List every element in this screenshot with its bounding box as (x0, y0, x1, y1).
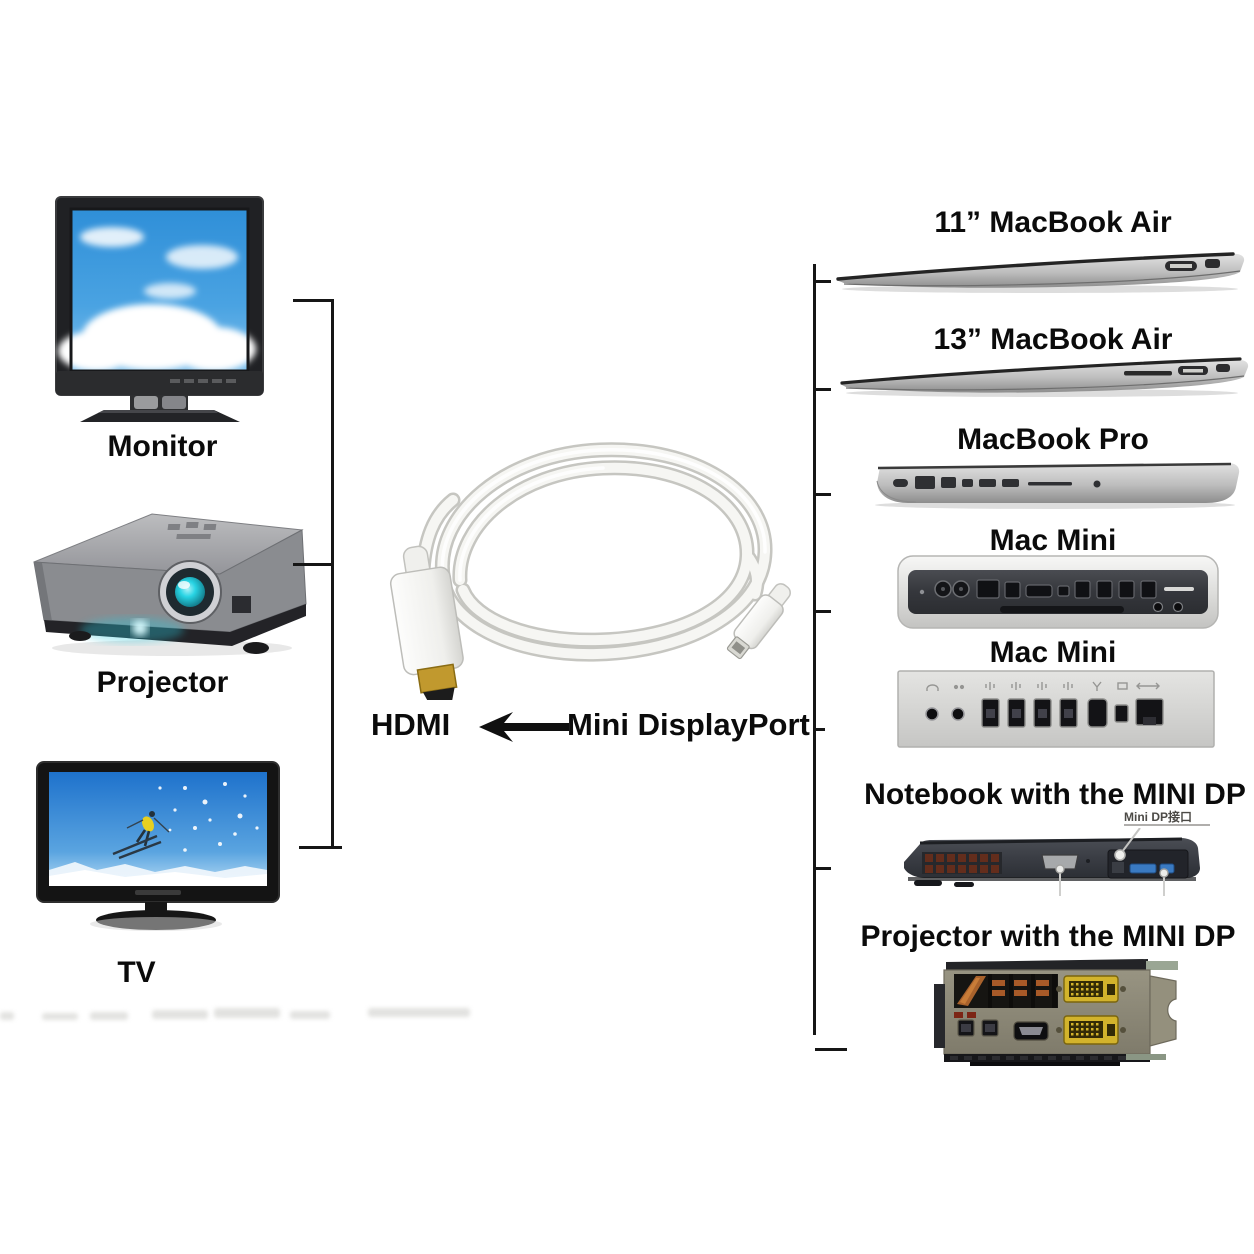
notebook-image (904, 828, 1200, 896)
vent-grille (922, 852, 1002, 874)
mac-mini-2-image (897, 670, 1215, 748)
callout-underline (1124, 824, 1210, 826)
macbook-pro-image (875, 462, 1240, 509)
tv-stand-neck (145, 902, 167, 912)
hdmi-label: HDMI (371, 707, 451, 742)
mini-dp-port (1057, 585, 1070, 597)
sd-card-slot (1164, 587, 1194, 591)
sd-card-slot (1124, 371, 1172, 376)
dvi-port (1056, 1015, 1126, 1045)
audio-in-jack (951, 707, 965, 721)
right-bracket-tick-mba13 (815, 388, 831, 391)
right-bracket-line (813, 264, 816, 1035)
tv-image (36, 761, 280, 931)
macbook-pro-label: MacBook Pro (957, 423, 1149, 456)
usb-port (1140, 580, 1157, 599)
firewire-port (1087, 698, 1108, 728)
skier-figure (112, 811, 170, 860)
usb-port (1074, 580, 1091, 599)
audio-jack (1172, 601, 1184, 613)
mac-mini-2-label: Mac Mini (989, 636, 1117, 669)
vent-slot (1000, 606, 1124, 613)
ethernet-port (976, 579, 1000, 599)
projector-image (33, 513, 307, 656)
graphics-card-image (934, 959, 1178, 1066)
mini-displayport-label: Mini DisplayPort (567, 707, 810, 742)
mini-displayport-connector (726, 583, 791, 660)
dvi-port (1056, 975, 1126, 1003)
mini-dp-port (1216, 364, 1230, 372)
mini-dp-callout-text: Mini DP接口 (1124, 810, 1192, 824)
right-bracket-tick-mba11 (815, 280, 831, 283)
left-bracket-tick-tv (299, 846, 342, 849)
usb-port (1118, 580, 1135, 599)
right-bracket-tick-notebook (815, 867, 831, 870)
power-socket (934, 580, 970, 598)
hdmi-port (1025, 584, 1053, 598)
monitor-label: Monitor (107, 430, 218, 463)
firewire-port (1004, 581, 1021, 599)
cable-image (389, 442, 791, 700)
usb-port-blue (1129, 863, 1157, 874)
hdmi-connector (389, 545, 464, 700)
left-bracket-line (331, 299, 334, 849)
macbook-air-13-image (840, 357, 1249, 397)
notebook-label: Notebook with the MINI DP (864, 778, 1246, 811)
left-arrow-icon (479, 712, 569, 742)
vga-port (1041, 854, 1079, 870)
bracket-tab (1149, 975, 1177, 1047)
left-bracket-tick-monitor (293, 299, 333, 302)
headphone-jack (925, 707, 939, 721)
projector-label: Projector (96, 666, 229, 699)
mini-dp-callout-marker (1114, 849, 1126, 861)
tv-label: TV (117, 956, 156, 989)
right-bracket-tick-macmini2 (815, 728, 825, 731)
gpu-projector-label: Projector with the MINI DP (860, 920, 1236, 953)
mac-mini-1-label: Mac Mini (989, 524, 1117, 557)
macbook-air-13-label: 13” MacBook Air (933, 323, 1173, 356)
fan-shroud (944, 1054, 1166, 1066)
right-bracket-tick-gpu (815, 1048, 847, 1051)
mini-dp-port (1205, 259, 1220, 268)
mac-mini-1-image (897, 555, 1219, 629)
monitor-image (55, 196, 264, 422)
macbook-pro-ports (893, 476, 1101, 489)
audio-jack (1152, 601, 1164, 613)
usb-ports (981, 698, 1078, 728)
vent-heatsink (954, 974, 1058, 1008)
macbook-air-11-label: 11” MacBook Air (934, 206, 1172, 239)
mini-dp-port (1114, 704, 1129, 723)
right-bracket-tick-mbp (815, 493, 831, 496)
usb-port (1096, 580, 1113, 599)
right-bracket-tick-macmini1 (815, 610, 831, 613)
left-bracket-tick-projector (293, 563, 333, 566)
macbook-air-11-image (836, 252, 1245, 293)
